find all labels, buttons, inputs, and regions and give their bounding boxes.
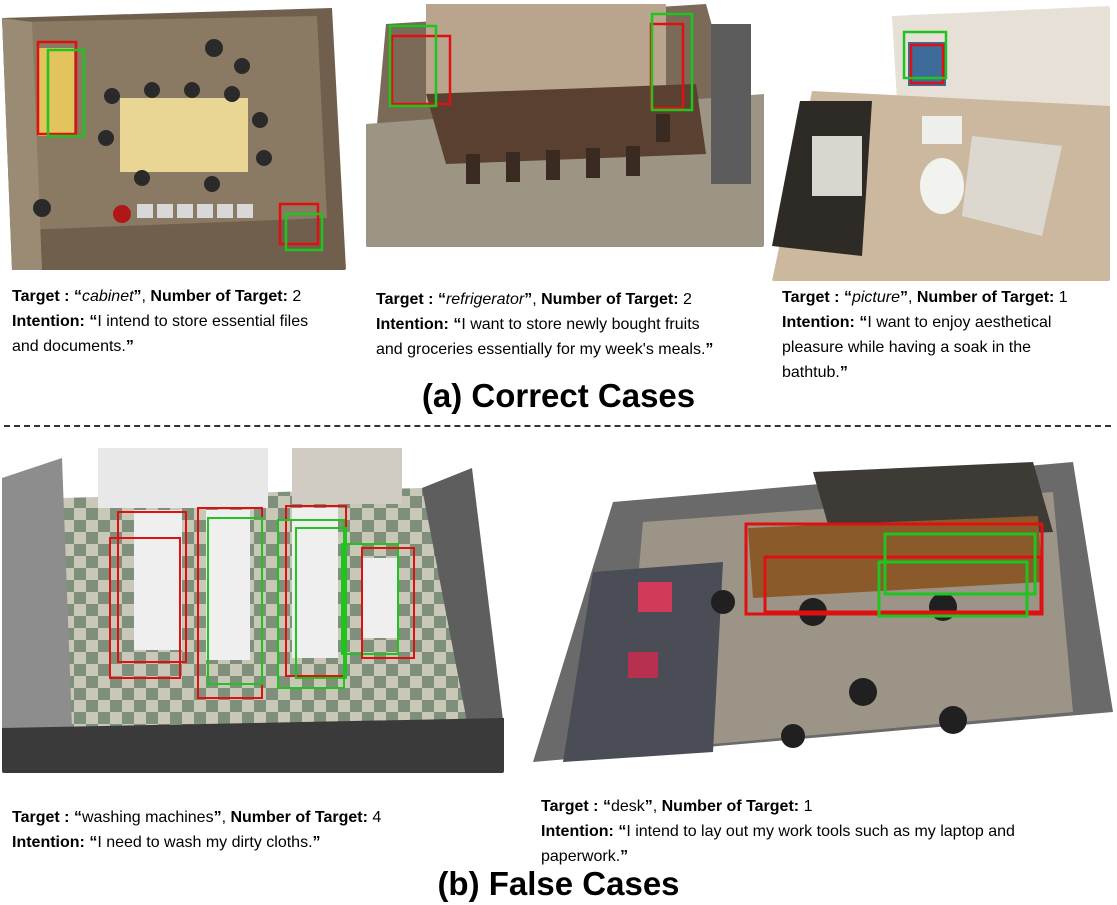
caption-target-line: Target : “cabinet”, Number of Target: 2 bbox=[12, 288, 302, 305]
scene-office-cabinet bbox=[2, 8, 346, 270]
caption-intention: Intention: “I intend to store essential … bbox=[12, 313, 309, 330]
target-count: 1 bbox=[1058, 289, 1068, 306]
scene-bathroom-picture bbox=[772, 6, 1110, 281]
target-count: 4 bbox=[372, 809, 382, 826]
target-count: 2 bbox=[292, 288, 302, 305]
target-name: picture bbox=[851, 289, 900, 306]
caption-case-5: Target : “desk”, Number of Target: 1 Int… bbox=[541, 794, 1111, 869]
caption-intention: Intention: “I intend to lay out my work … bbox=[541, 823, 1015, 840]
scene-laundry-washing-machines bbox=[2, 448, 504, 773]
caption-case-4: Target : “washing machines”, Number of T… bbox=[12, 805, 492, 855]
section-title-false: (b) False Cases bbox=[437, 865, 680, 902]
caption-target-line: Target : “picture”, Number of Target: 1 bbox=[782, 289, 1068, 306]
caption-target-line: Target : “washing machines”, Number of T… bbox=[12, 809, 382, 826]
target-name: refrigerator bbox=[445, 291, 525, 308]
target-name: cabinet bbox=[81, 288, 134, 305]
section-divider bbox=[4, 425, 1111, 427]
target-name: washing machines bbox=[81, 809, 214, 826]
caption-case-2: Target : “refrigerator”, Number of Targe… bbox=[376, 287, 776, 362]
caption-intention: Intention: “I need to wash my dirty clot… bbox=[12, 834, 321, 851]
caption-target-line: Target : “desk”, Number of Target: 1 bbox=[541, 798, 813, 815]
scene-kitchen-refrigerator bbox=[366, 4, 764, 247]
caption-case-1: Target : “cabinet”, Number of Target: 2 … bbox=[12, 284, 372, 359]
caption-target-line: Target : “refrigerator”, Number of Targe… bbox=[376, 291, 692, 308]
caption-intention: Intention: “I want to enjoy aesthetical bbox=[782, 314, 1052, 331]
caption-case-3: Target : “picture”, Number of Target: 1 … bbox=[782, 285, 1112, 385]
caption-intention: Intention: “I want to store newly bought… bbox=[376, 316, 700, 333]
target-name: desk bbox=[610, 798, 645, 815]
section-title-correct: (a) Correct Cases bbox=[421, 377, 696, 414]
scene-office-desk bbox=[533, 462, 1113, 787]
target-count: 1 bbox=[803, 798, 813, 815]
target-count: 2 bbox=[683, 291, 692, 308]
